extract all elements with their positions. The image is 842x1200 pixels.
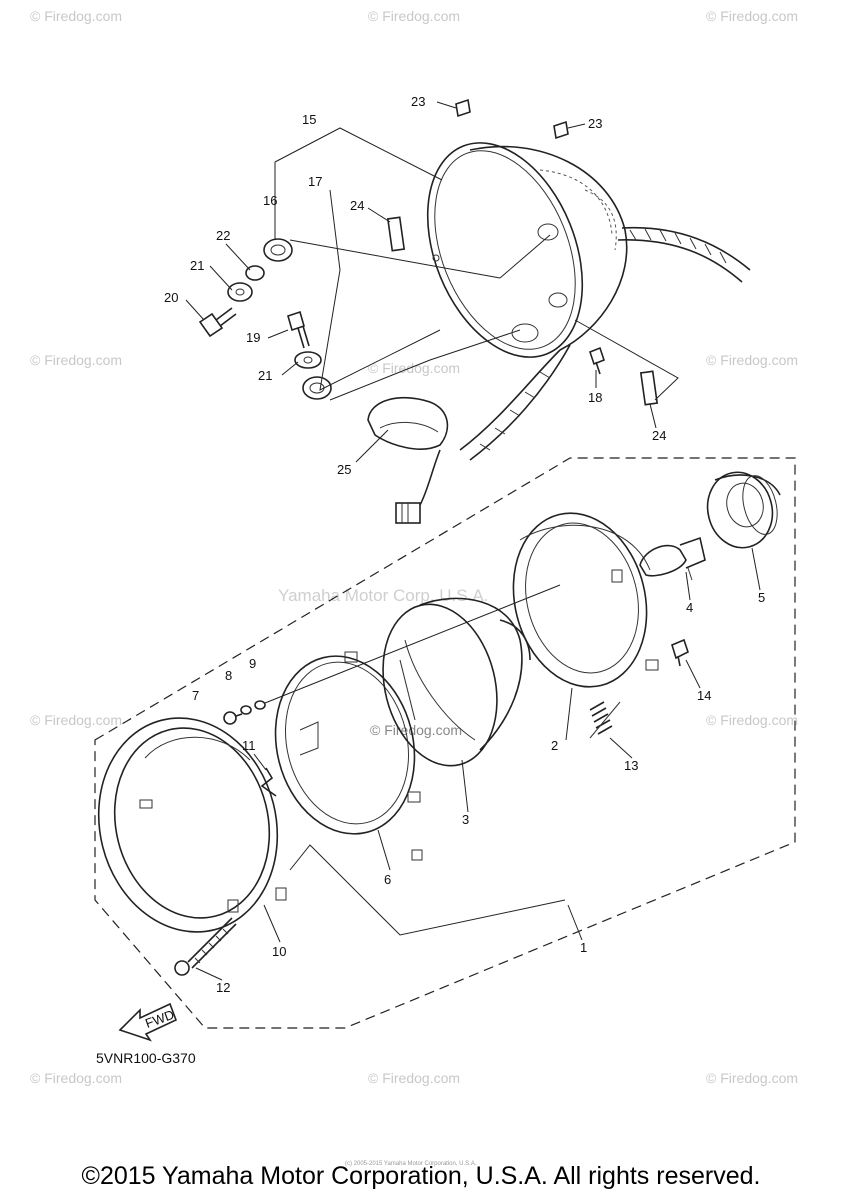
copyright-footer: ©2015 Yamaha Motor Corporation, U.S.A. A…	[81, 1162, 761, 1190]
callout-9: 9	[249, 656, 256, 671]
callout-14: 14	[697, 688, 711, 703]
retaining-ring-6	[274, 651, 423, 861]
callout-24b: 24	[652, 428, 666, 443]
callout-25: 25	[337, 462, 351, 477]
forward-arrow-icon: FWD	[118, 1002, 178, 1042]
callout-20: 20	[164, 290, 178, 305]
lamp-case-2	[512, 512, 659, 688]
bulb-4	[639, 536, 706, 581]
spring-11	[260, 767, 277, 797]
watermark-top-right: © Firedog.com	[706, 8, 799, 24]
tiny-copyright: (c) 2005-2015 Yamaha Motor Corporation, …	[345, 1161, 477, 1167]
callout-1: 1	[580, 940, 587, 955]
callout-22: 22	[216, 228, 230, 243]
socket-14	[671, 638, 689, 667]
assembly-outline-1	[94, 457, 796, 1029]
callout-23b: 23	[588, 116, 602, 131]
assembly-bracket-1	[289, 844, 566, 936]
callout-leaders	[185, 101, 761, 981]
screw-18	[589, 346, 605, 375]
diagram-code: 5VNR100-G370	[96, 1050, 196, 1066]
headlight-rim	[97, 717, 287, 933]
callout-13: 13	[624, 758, 638, 773]
grommet-upper	[198, 238, 293, 338]
clip-23	[455, 98, 569, 140]
callout-labels: 23 23 15 17 16 24 22 21 20 19 21 18 24 2…	[164, 94, 765, 995]
watermark-bottom-right: © Firedog.com	[706, 1070, 799, 1086]
callout-24a: 24	[350, 198, 364, 213]
watermark-mid-center: © Firedog.com	[368, 360, 461, 376]
watermark-lower-right: © Firedog.com	[706, 712, 799, 728]
watermark-lower-left: © Firedog.com	[30, 712, 123, 728]
callout-3: 3	[462, 812, 469, 827]
bolt-19-set	[287, 310, 332, 400]
watermark-bottom-center: © Firedog.com	[368, 1070, 461, 1086]
watermark-mid-right: © Firedog.com	[706, 352, 799, 368]
callout-4: 4	[686, 600, 693, 615]
headlight-housing	[426, 142, 628, 358]
watermark-bottom-left: © Firedog.com	[30, 1070, 123, 1086]
callout-18: 18	[588, 390, 602, 405]
watermark-mid-left: © Firedog.com	[30, 352, 123, 368]
callout-12: 12	[216, 980, 230, 995]
assembly-bracket-15	[274, 127, 679, 401]
rim-screw-12	[174, 917, 237, 976]
callout-16: 16	[263, 193, 277, 208]
watermark-top-left: © Firedog.com	[30, 8, 123, 24]
wire-harness	[395, 226, 751, 524]
clip-24	[386, 216, 659, 406]
adjuster-spring-13	[589, 701, 621, 739]
watermark-lower-center: © Firedog.com	[370, 722, 463, 738]
callout-15: 15	[302, 112, 316, 127]
callout-2: 2	[551, 738, 558, 753]
callout-5: 5	[758, 590, 765, 605]
callout-21a: 21	[190, 258, 204, 273]
callout-17: 17	[308, 174, 322, 189]
callout-23a: 23	[411, 94, 425, 109]
callout-8: 8	[225, 668, 232, 683]
callout-10: 10	[272, 944, 286, 959]
callout-21b: 21	[258, 368, 272, 383]
adjust-screw-set	[223, 584, 561, 725]
callout-6: 6	[384, 872, 391, 887]
callout-11: 11	[242, 738, 256, 753]
wire-clamp	[367, 396, 449, 450]
callout-19: 19	[246, 330, 260, 345]
watermark-top-center: © Firedog.com	[368, 8, 461, 24]
callout-7: 7	[192, 688, 199, 703]
bulb-cover-5	[706, 471, 781, 549]
lens-unit-3	[382, 597, 531, 767]
